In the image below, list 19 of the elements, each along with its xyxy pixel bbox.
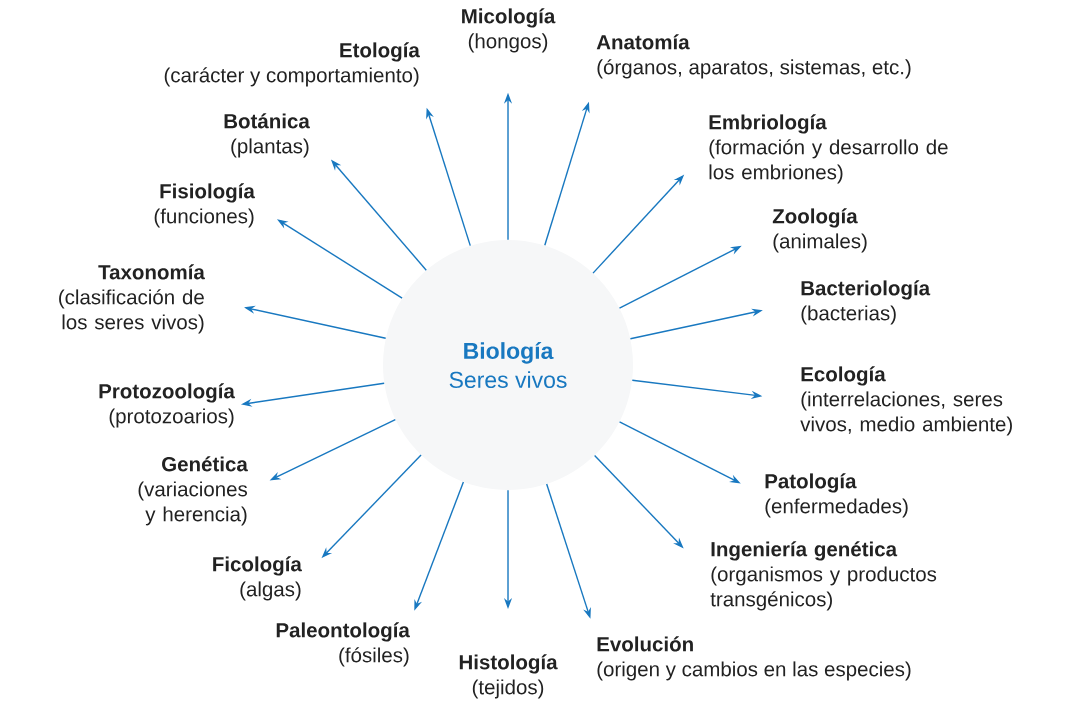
topic-label: Taxonomía (clasificación de los seres vivos) — [59, 264, 205, 334]
topic-label: Histología (tejidos) — [459, 654, 558, 699]
topic-label: Micología (hongos) — [462, 8, 556, 53]
topic-label: Paleontología (fósiles) — [276, 622, 410, 667]
topic-label: Protozoología (protozoarios) — [99, 383, 235, 428]
topic-label: Ecología (interrelaciones, seres vivos, medio ambiente) — [800, 366, 1012, 436]
topic-label: Embriología (formación y desarrollo de los embriones) — [709, 114, 948, 184]
topic-label: Fisiología (funciones) — [154, 183, 255, 228]
topic-label: Etología (carácter y comportamiento) — [164, 42, 420, 87]
topic-label: Evolución (origen y cambios en las especies) — [597, 636, 911, 681]
topic-label: Genética (variaciones y herencia) — [138, 456, 248, 526]
topic-label: Patología (enfermedades) — [765, 473, 908, 518]
topic-label: Ficología (algas) — [213, 556, 302, 601]
topic-label: Botánica (plantas) — [224, 113, 310, 158]
topic-label: Ingeniería genética (organismos y productos transgénicos) — [710, 541, 937, 611]
center-label: Biología Seres vivos — [383, 240, 633, 490]
topic-label: Bacteriología (bacterias) — [801, 280, 931, 325]
topic-label: Zoología (animales) — [772, 208, 867, 253]
topic-label: Anatomía (órganos, aparatos, sistemas, etc.) — [596, 34, 911, 79]
